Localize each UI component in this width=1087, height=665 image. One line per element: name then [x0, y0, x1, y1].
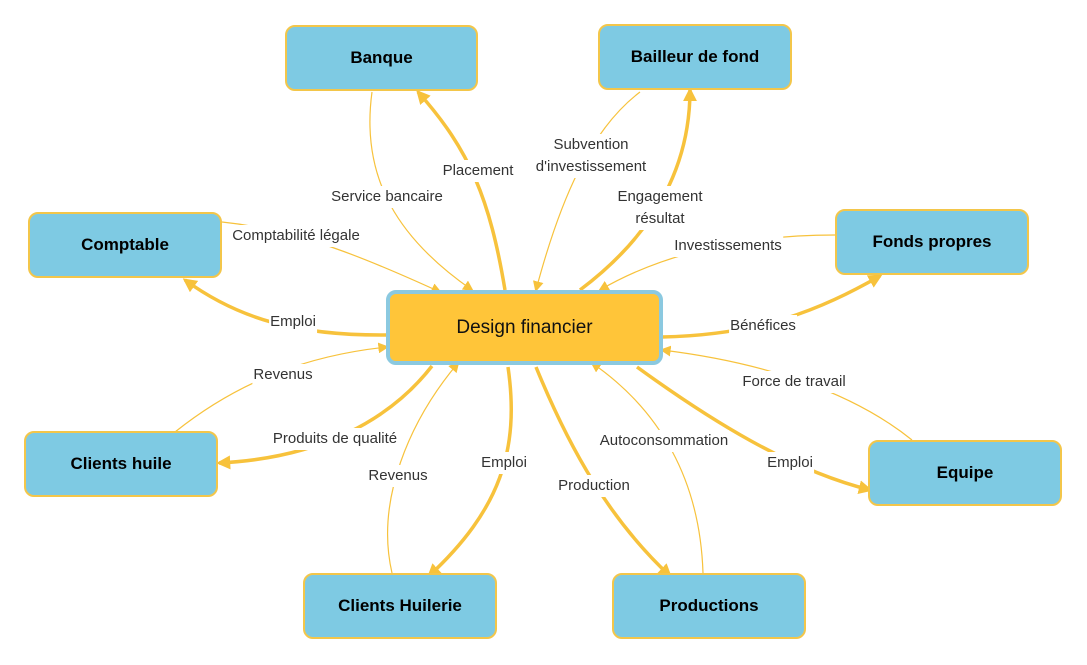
label-comptabilite: Comptabilité légale	[231, 225, 361, 247]
node-equipe-label: Equipe	[936, 463, 994, 482]
center-node-design-financier[interactable]: Design financier	[386, 290, 663, 365]
node-productions[interactable]: Productions	[612, 573, 806, 639]
edge-force-travail	[659, 345, 913, 441]
node-productions-label: Productions	[659, 596, 759, 615]
label-placement: Placement	[441, 160, 515, 182]
label-emploi-equipe: Emploi	[766, 452, 814, 474]
label-production: Production	[557, 475, 631, 497]
label-benefices: Bénéfices	[729, 315, 797, 337]
label-force-travail: Force de travail	[741, 371, 847, 393]
label-investissements: Investissements	[673, 235, 783, 257]
center-node-label: Design financier	[456, 316, 593, 338]
node-comptable-label: Comptable	[81, 235, 169, 254]
edge-emploi-huilerie	[426, 366, 513, 578]
node-clients-huile-label: Clients huile	[70, 454, 172, 473]
edge-autoconsommation	[590, 361, 704, 574]
label-engagement: Engagement résultat	[616, 186, 704, 230]
node-clients-huilerie[interactable]: Clients Huilerie	[303, 573, 497, 639]
edge-emploi-equipe	[635, 365, 873, 495]
label-service-bancaire: Service bancaire	[330, 186, 444, 208]
node-comptable[interactable]: Comptable	[28, 212, 222, 278]
label-revenus-huile: Revenus	[252, 364, 314, 386]
label-emploi-huilerie: Emploi	[480, 452, 528, 474]
edge-revenus-huilerie	[387, 361, 460, 574]
edge-revenus-huile	[174, 342, 390, 433]
label-produits-qualite: Produits de qualité	[271, 428, 399, 450]
node-fonds-propres[interactable]: Fonds propres	[835, 209, 1029, 275]
node-banque[interactable]: Banque	[285, 25, 478, 91]
label-subvention: Subvention d'investissement	[534, 134, 648, 178]
edge-production	[534, 366, 673, 578]
node-banque-label: Banque	[350, 48, 413, 67]
label-revenus-huilerie: Revenus	[367, 465, 429, 487]
label-autoconsommation: Autoconsommation	[598, 430, 730, 452]
node-clients-huilerie-label: Clients Huilerie	[338, 596, 462, 615]
node-bailleur-de-fond[interactable]: Bailleur de fond	[598, 24, 792, 90]
label-emploi-comptable: Emploi	[269, 311, 317, 333]
node-bailleur-label: Bailleur de fond	[630, 47, 760, 66]
node-equipe[interactable]: Equipe	[868, 440, 1062, 506]
node-clients-huile[interactable]: Clients huile	[24, 431, 218, 497]
node-fonds-label: Fonds propres	[872, 232, 992, 251]
